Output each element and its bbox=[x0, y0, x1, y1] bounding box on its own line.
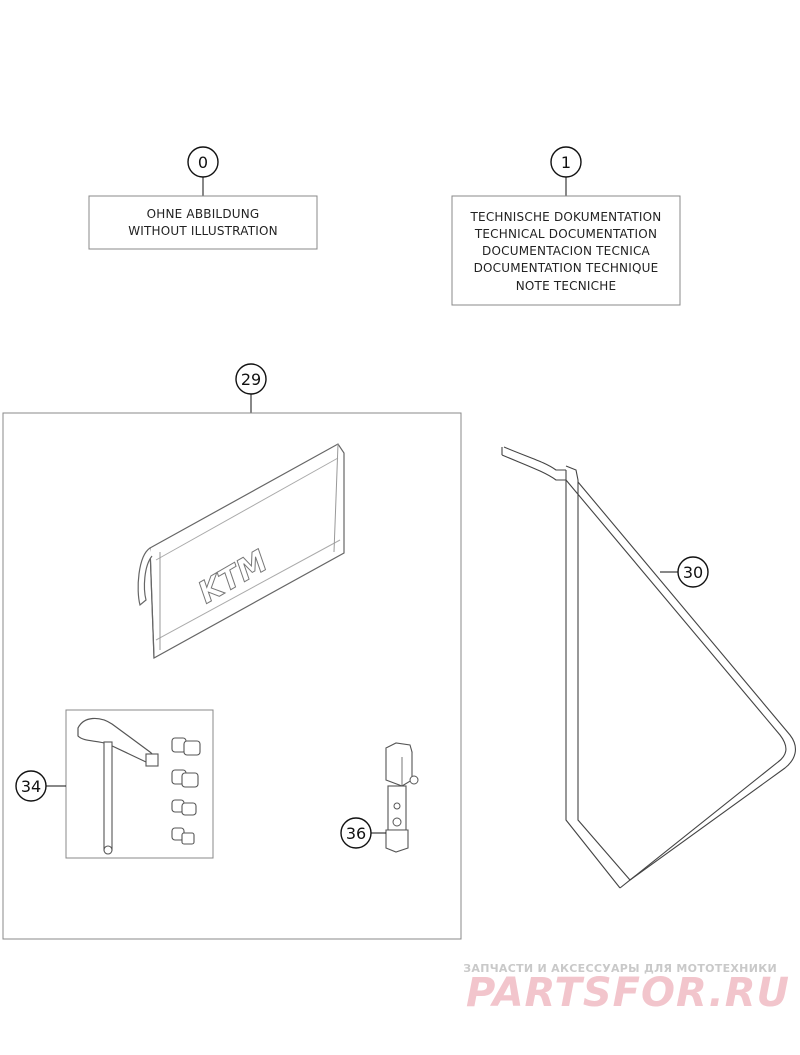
callout-0[interactable]: 0 bbox=[187, 146, 219, 178]
label-box-1: TECHNISCHE DOKUMENTATION TECHNICAL DOCUM… bbox=[451, 195, 681, 306]
tool-kit-frame bbox=[2, 412, 462, 940]
watermark-tagline: ЗАПЧАСТИ И АКСЕССУАРЫ ДЛЯ МОТОТЕХНИКИ bbox=[463, 962, 777, 975]
callout-36-label: 36 bbox=[346, 824, 366, 843]
callout-30[interactable]: 30 bbox=[677, 556, 709, 588]
spark-plug-wrench[interactable] bbox=[385, 742, 419, 853]
bit-socket-2[interactable] bbox=[171, 769, 199, 788]
callout-36[interactable]: 36 bbox=[340, 817, 372, 849]
box-0-line-1: OHNE ABBILDUNG bbox=[147, 207, 260, 221]
box-1-line-3: DOCUMENTACION TECNICA bbox=[482, 244, 650, 258]
callout-29-label: 29 bbox=[241, 370, 261, 389]
side-stand[interactable] bbox=[501, 446, 796, 889]
box-1-line-2: TECHNICAL DOCUMENTATION bbox=[474, 227, 657, 241]
watermark-brand: PARTSFOR.RU bbox=[466, 970, 790, 1016]
callout-34[interactable]: 34 bbox=[15, 770, 47, 802]
label-box-0: OHNE ABBILDUNG WITHOUT ILLUSTRATION bbox=[88, 195, 318, 250]
box-0-line-2: WITHOUT ILLUSTRATION bbox=[128, 224, 278, 238]
callout-1[interactable]: 1 bbox=[550, 146, 582, 178]
callout-30-label: 30 bbox=[683, 563, 703, 582]
t-handle-wrench[interactable] bbox=[77, 717, 159, 855]
box-1-line-4: DOCUMENTATION TECHNIQUE bbox=[474, 261, 659, 275]
callout-34-label: 34 bbox=[21, 777, 41, 796]
box-1-line-5: NOTE TECNICHE bbox=[516, 279, 617, 293]
bit-socket-3[interactable] bbox=[171, 799, 197, 816]
callout-0-label: 0 bbox=[198, 153, 208, 172]
callout-29[interactable]: 29 bbox=[235, 363, 267, 395]
bit-socket-4[interactable] bbox=[171, 827, 195, 845]
tool-bag[interactable]: KTM bbox=[137, 443, 345, 659]
callout-1-label: 1 bbox=[561, 153, 571, 172]
watermark: ЗАПЧАСТИ И АКСЕССУАРЫ ДЛЯ МОТОТЕХНИКИ PA… bbox=[463, 962, 790, 1016]
box-1-line-1: TECHNISCHE DOKUMENTATION bbox=[470, 210, 662, 224]
bit-socket-1[interactable] bbox=[171, 737, 201, 756]
